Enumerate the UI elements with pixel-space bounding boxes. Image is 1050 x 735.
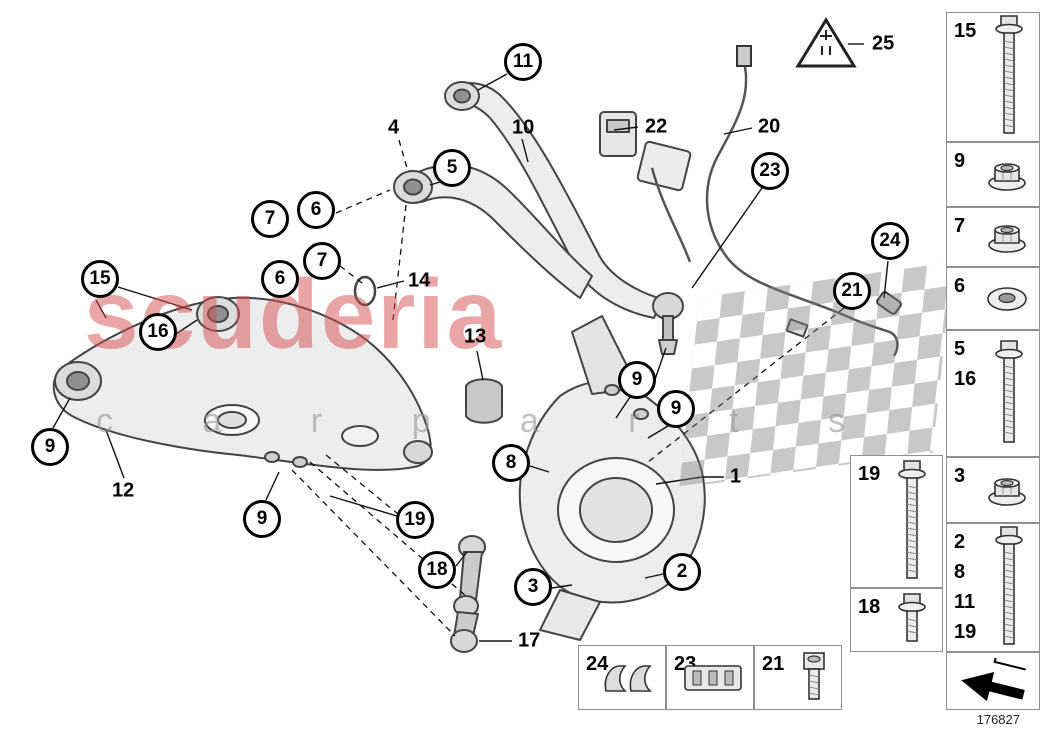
callout-18: 18 — [418, 551, 456, 589]
label-14: 14 — [408, 269, 431, 292]
label-1: 1 — [730, 465, 742, 488]
cable-clip-icon — [598, 657, 656, 699]
aux-cell-19: 19 — [850, 455, 943, 588]
washer-icon — [984, 284, 1030, 314]
right-cell-6: 6 — [946, 267, 1040, 330]
cell-labels: 3 — [954, 465, 966, 487]
cell-labels: 9 — [954, 150, 966, 172]
cell-labels: 15 — [954, 20, 977, 42]
right-cell-7: 7 — [946, 207, 1040, 267]
label-17: 17 — [518, 629, 541, 652]
callout-6: 6 — [297, 191, 335, 229]
callout-7: 7 — [251, 200, 289, 238]
flange-bolt-long-icon — [891, 459, 933, 585]
flange-bolt-short-icon — [891, 592, 933, 648]
callout-19: 19 — [396, 501, 434, 539]
label-20: 20 — [758, 115, 781, 138]
cell-labels: 19 — [858, 463, 881, 485]
bottom-cell-24: 24 — [578, 645, 666, 710]
label-25: 25 — [872, 32, 895, 55]
aux-cell-18: 18 — [850, 588, 943, 652]
warning-triangle-icon — [795, 17, 857, 68]
callout-3: 3 — [514, 568, 552, 606]
bottom-cell-21: 21 — [754, 645, 842, 710]
cable-bracket-icon — [682, 658, 744, 698]
flange-bolt-long-icon — [988, 14, 1030, 140]
callout-23: 23 — [751, 152, 789, 190]
callout-9: 9 — [31, 428, 69, 466]
right-cell-15: 15 — [946, 12, 1040, 142]
callout-7: 7 — [303, 242, 341, 280]
label-13: 13 — [464, 325, 487, 348]
label-10: 10 — [512, 116, 535, 139]
label-12: 12 — [112, 479, 135, 502]
callout-15: 15 — [81, 260, 119, 298]
callout-9: 9 — [618, 361, 656, 399]
socket-screw-icon — [796, 651, 832, 705]
label-22: 22 — [645, 115, 668, 138]
callout-21: 21 — [833, 272, 871, 310]
page-arrow-icon — [956, 657, 1030, 704]
callout-6: 6 — [261, 260, 299, 298]
document-number: 176827 — [976, 712, 1020, 727]
callout-9: 9 — [657, 390, 695, 428]
bottom-cell-23: 23 — [666, 645, 754, 710]
cell-labels: 21 — [762, 653, 785, 675]
cell-labels: 7 — [954, 215, 966, 237]
flange-nut-icon — [984, 472, 1030, 508]
flange-nut-icon — [984, 157, 1030, 193]
flange-bolt-medium-icon — [988, 339, 1030, 449]
right-cell-3: 3 — [946, 457, 1040, 523]
watermark-subtitle: c a r p a r t s — [96, 402, 885, 440]
cell-labels: 18 — [858, 596, 881, 618]
callout-24: 24 — [871, 222, 909, 260]
flange-nut-icon — [984, 219, 1030, 255]
callout-11: 11 — [504, 43, 542, 81]
label-4: 4 — [388, 116, 400, 139]
cell-labels: 6 — [954, 275, 966, 297]
right-cell-page-arrow — [946, 652, 1040, 710]
callout-16: 16 — [139, 313, 177, 351]
callout-9: 9 — [243, 500, 281, 538]
flange-bolt-long-icon — [988, 525, 1030, 651]
callout-2: 2 — [663, 553, 701, 591]
callout-5: 5 — [433, 149, 471, 187]
cell-labels: 24 — [586, 653, 609, 675]
callout-8: 8 — [492, 444, 530, 482]
right-cell-9: 9 — [946, 142, 1040, 207]
